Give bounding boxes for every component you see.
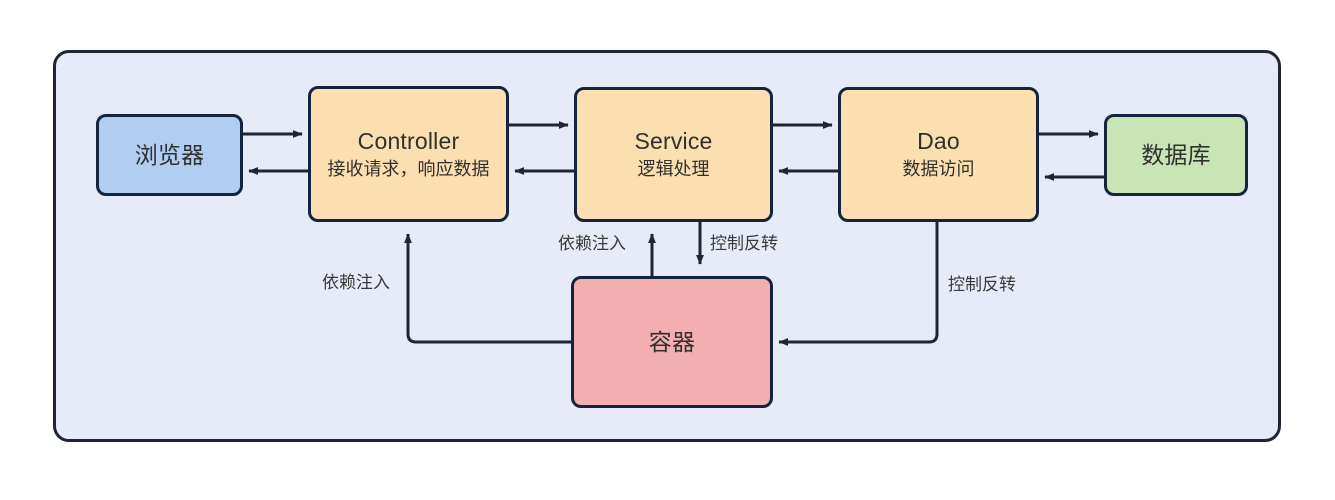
node-database-title: 数据库 bbox=[1141, 141, 1211, 168]
node-controller-subtitle: 接收请求，响应数据 bbox=[327, 158, 490, 179]
edge-label-dependency-injection-left: 依赖注入 bbox=[322, 273, 390, 292]
node-controller[interactable]: Controller 接收请求，响应数据 bbox=[308, 86, 509, 222]
node-container-title: 容器 bbox=[648, 328, 696, 355]
node-database[interactable]: 数据库 bbox=[1104, 114, 1248, 196]
node-controller-title: Controller bbox=[357, 127, 460, 154]
node-service-subtitle: 逻辑处理 bbox=[637, 159, 710, 180]
node-dao-title: Dao bbox=[917, 128, 960, 155]
edge-label-dependency-injection-middle: 依赖注入 bbox=[558, 234, 626, 253]
node-browser-title: 浏览器 bbox=[134, 141, 205, 168]
edge-label-inversion-of-control-middle: 控制反转 bbox=[710, 234, 778, 253]
node-container[interactable]: 容器 bbox=[571, 276, 773, 408]
node-service[interactable]: Service 逻辑处理 bbox=[574, 87, 773, 222]
node-dao-subtitle: 数据访问 bbox=[902, 159, 975, 180]
edge-label-inversion-of-control-right: 控制反转 bbox=[948, 275, 1016, 294]
node-dao[interactable]: Dao 数据访问 bbox=[838, 87, 1039, 222]
node-browser[interactable]: 浏览器 bbox=[96, 114, 243, 196]
node-service-title: Service bbox=[634, 128, 713, 155]
